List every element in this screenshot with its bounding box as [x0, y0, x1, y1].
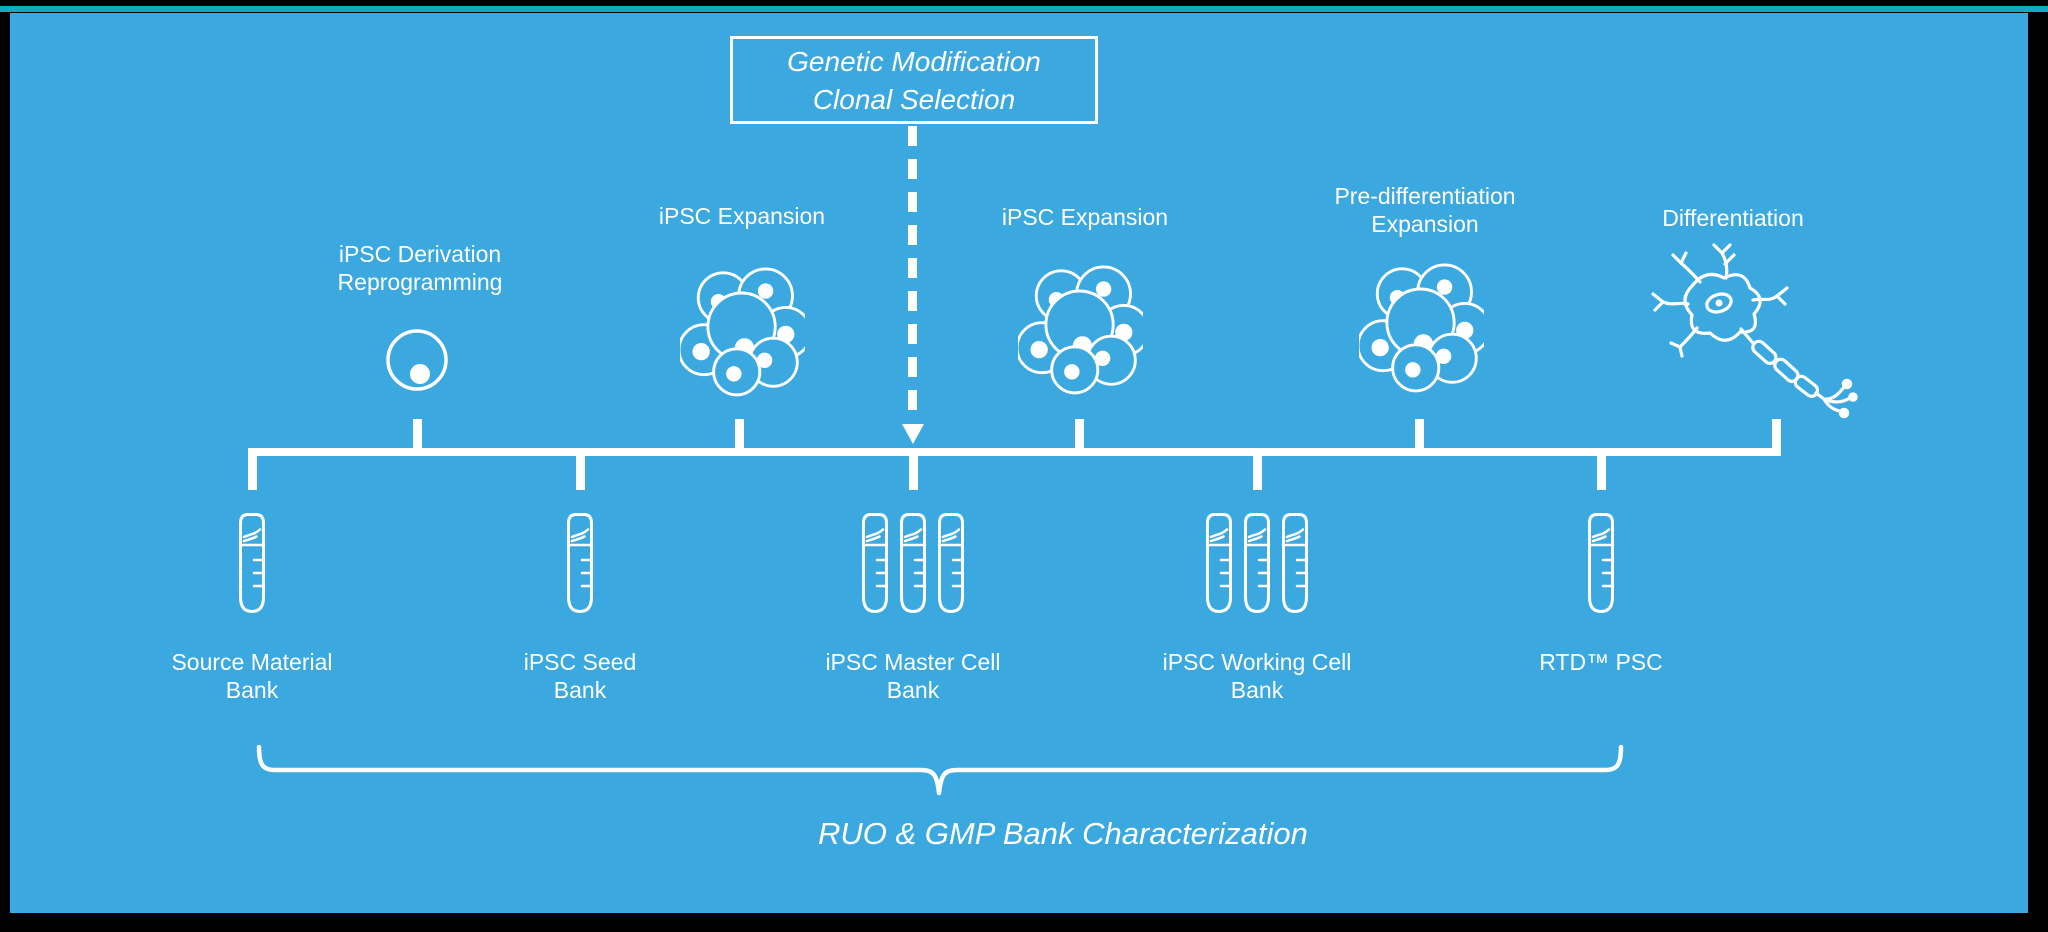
bank-label-line: Bank — [553, 677, 607, 703]
title-line-1: Genetic Modification — [787, 46, 1041, 77]
bank-label-line: iPSC Seed — [523, 649, 637, 675]
top-accent-line — [0, 6, 2048, 12]
diagram-canvas — [10, 13, 2028, 913]
timeline-tick-up — [735, 419, 744, 452]
test-tube-icon — [1239, 510, 1275, 616]
timeline-tick-down — [909, 452, 918, 490]
timeline-tick-up — [413, 419, 422, 452]
bank-label-line: Source Material — [171, 649, 333, 675]
test-tube-icon — [895, 510, 931, 616]
bank-label-line: Bank — [886, 677, 940, 703]
stage-label-line: Differentiation — [1662, 205, 1804, 231]
stage-label-line: Pre-differentiation — [1334, 183, 1516, 209]
arrow-down-icon — [902, 424, 924, 444]
bank-label-line: iPSC Master Cell — [825, 649, 1001, 675]
timeline-tick-down — [1253, 452, 1262, 490]
bank-label-working: iPSC Working Cell Bank — [1097, 648, 1417, 704]
dashed-arrow-line — [908, 126, 917, 422]
timeline — [248, 448, 1781, 456]
timeline-tick-up — [1772, 419, 1781, 452]
bank-label-master: iPSC Master Cell Bank — [753, 648, 1073, 704]
stage-label-prediff: Pre-differentiation Expansion — [1265, 182, 1585, 238]
stage-label-line: iPSC Derivation — [338, 241, 502, 267]
stage-label-line: iPSC Expansion — [658, 203, 826, 229]
stage-label-line: Reprogramming — [337, 269, 503, 295]
bank-label-rtd-psc: RTD™ PSC — [1441, 648, 1761, 676]
title-line-2: Clonal Selection — [812, 84, 1016, 115]
single-cell-icon — [386, 329, 448, 391]
bank-label-seed: iPSC Seed Bank — [420, 648, 740, 704]
stage-label-expansion-2: iPSC Expansion — [925, 203, 1245, 231]
timeline-tick-up — [1415, 419, 1424, 452]
test-tube-icon — [1201, 510, 1237, 616]
genetic-modification-box: Genetic Modification Clonal Selection — [730, 36, 1098, 124]
stage-label-line: iPSC Expansion — [1001, 204, 1169, 230]
bank-label-line: RTD™ PSC — [1539, 649, 1663, 675]
timeline-tick-up — [1075, 419, 1084, 452]
test-tube-icon — [1277, 510, 1313, 616]
test-tube-icon — [234, 510, 270, 616]
bottom-brace — [256, 745, 1624, 796]
cell-cluster-icon — [1359, 260, 1484, 393]
stage-label-expansion-1: iPSC Expansion — [582, 202, 902, 230]
bottom-caption: RUO & GMP Bank Characterization — [818, 816, 1308, 851]
test-tube-icon — [562, 510, 598, 616]
timeline-tick-down — [248, 452, 257, 490]
test-tube-group — [1201, 510, 1313, 616]
stage-label-derivation: iPSC Derivation Reprogramming — [260, 240, 580, 296]
test-tube-group — [857, 510, 969, 616]
stage-label-line: Expansion — [1371, 211, 1479, 237]
cell-cluster-icon — [1018, 262, 1143, 395]
bank-label-source-material: Source Material Bank — [92, 648, 412, 704]
neuron-icon — [1640, 240, 1865, 425]
bank-label-line: Bank — [1230, 677, 1284, 703]
test-tube-icon — [933, 510, 969, 616]
timeline-tick-down — [576, 452, 585, 490]
timeline-tick-down — [1597, 452, 1606, 490]
stage-label-differentiation: Differentiation — [1573, 204, 1893, 232]
cell-cluster-icon — [680, 264, 805, 397]
bank-label-line: Bank — [225, 677, 279, 703]
test-tube-icon — [1583, 510, 1619, 616]
bank-label-line: iPSC Working Cell — [1162, 649, 1352, 675]
test-tube-icon — [857, 510, 893, 616]
